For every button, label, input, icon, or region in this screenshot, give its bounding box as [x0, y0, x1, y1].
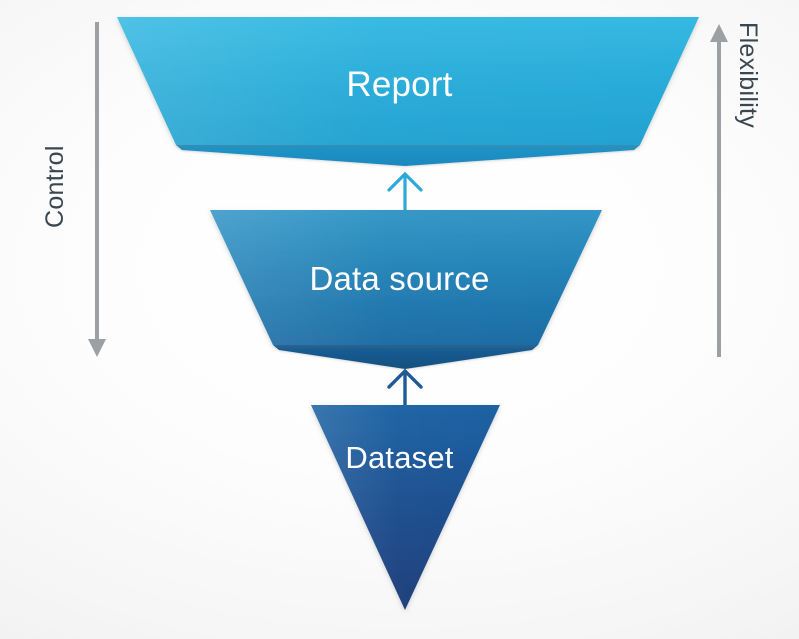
axis-flexibility: [710, 24, 728, 357]
funnel-stage-data-source[interactable]: [210, 210, 602, 369]
data-source-sheen: [210, 210, 602, 345]
axis-label-control: Control: [41, 145, 69, 228]
connector-arrowhead-lower: [387, 368, 423, 389]
axis-label-flexibility: Flexibility: [734, 22, 762, 129]
funnel-stage-report[interactable]: [117, 17, 699, 166]
funnel-stage-label-report: Report: [346, 65, 453, 104]
connector-data-source-to-report: [387, 171, 423, 210]
report-sheen: [117, 17, 699, 145]
flexibility-axis-arrowhead-up: [710, 24, 728, 42]
dataset-sheen: [311, 405, 500, 610]
data-source-fold: [273, 345, 538, 369]
report-fold: [176, 145, 640, 166]
connector-dataset-to-data-source: [387, 368, 423, 405]
funnel-stage-dataset[interactable]: [311, 405, 500, 610]
control-axis-arrowhead-down: [88, 339, 106, 357]
connector-arrowhead-upper: [387, 171, 423, 192]
funnel-stage-label-data-source: Data source: [309, 260, 490, 297]
axis-control: [88, 22, 106, 357]
funnel-stage-label-dataset: Dataset: [345, 440, 454, 475]
